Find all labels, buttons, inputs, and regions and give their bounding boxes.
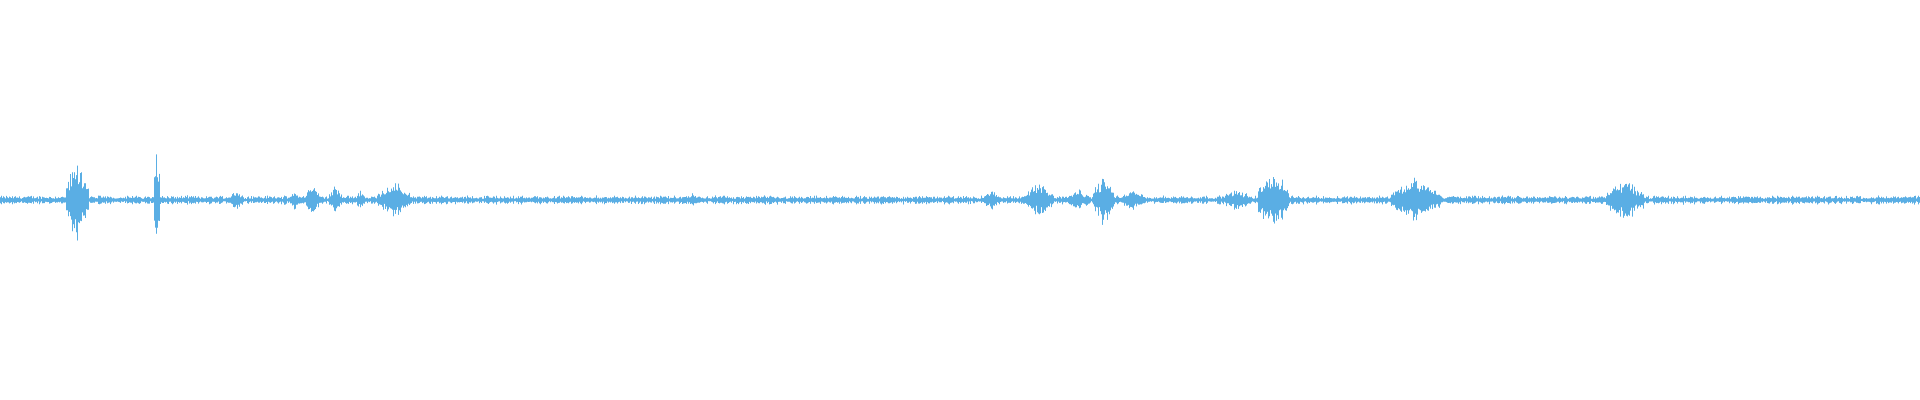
waveform-trace [0, 154, 1920, 241]
